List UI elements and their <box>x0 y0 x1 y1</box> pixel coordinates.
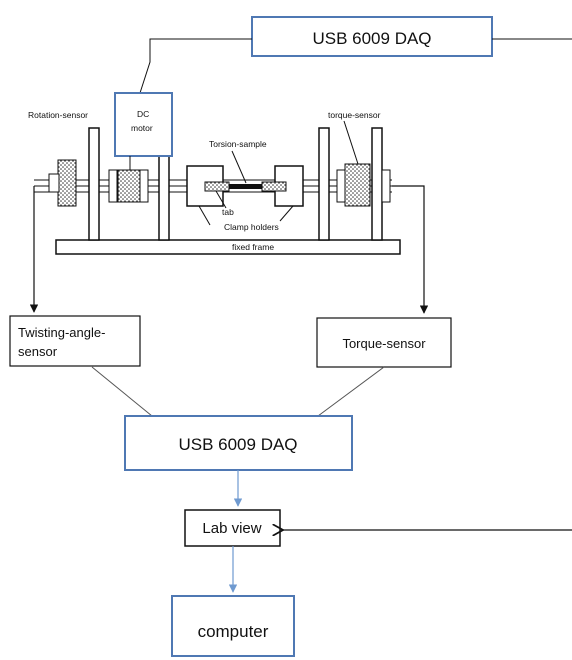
top-daq-group: USB 6009 DAQ <box>139 16 572 94</box>
test-rig: fixed frame Rotation-sensor DC motor Tor… <box>28 92 401 255</box>
bottom-daq-label: USB 6009 DAQ <box>178 435 297 454</box>
torque-sensor-body <box>344 163 371 207</box>
twisting-angle-sensor-box <box>9 315 141 367</box>
torque-to-daq-line <box>317 366 385 417</box>
rotation-sensor-body <box>57 159 77 207</box>
torque-sensor-box <box>316 317 452 368</box>
motor-coupling-right <box>139 169 149 203</box>
clamp-holders-label: Clamp holders <box>224 222 279 232</box>
dc-motor-label-line1: DC <box>137 109 149 119</box>
support-right-1 <box>318 127 330 241</box>
fixed-frame <box>55 239 401 255</box>
support-left-1 <box>88 127 100 241</box>
twisting-to-daq-line <box>91 366 153 417</box>
top-daq-box <box>251 16 493 57</box>
dc-motor-label-line2: motor <box>131 123 153 133</box>
bottom-daq-group: USB 6009 DAQ <box>124 415 353 471</box>
torsion-sample-label: Torsion-sample <box>209 139 267 149</box>
torque-sensor-leader <box>343 120 359 165</box>
lab-view-label: Lab view <box>202 520 261 537</box>
motor-coupling-left <box>108 169 118 203</box>
support-right-2 <box>371 127 383 241</box>
tab-label: tab <box>222 207 234 217</box>
torque-coupling-right <box>381 169 391 203</box>
tab-left <box>204 181 230 192</box>
twisting-angle-label-line2: sensor <box>18 344 58 359</box>
wire-to-torque-sensor <box>392 185 429 314</box>
torque-sensor-small-label: torque-sensor <box>328 110 381 120</box>
torque-sensor-box-label: Torque-sensor <box>342 336 426 351</box>
motor-coupling-body <box>117 169 141 203</box>
torsion-sample <box>229 184 262 189</box>
rotation-sensor-label: Rotation-sensor <box>28 110 88 120</box>
daq-to-motor-wire <box>139 38 252 94</box>
torsion-sample-leader <box>231 150 247 184</box>
fixed-frame-label: fixed frame <box>232 242 274 252</box>
top-daq-label: USB 6009 DAQ <box>312 29 431 48</box>
clamp-leader-left <box>198 205 211 226</box>
clamp-leader-right <box>279 205 294 222</box>
rotation-sensor-disc <box>48 173 60 193</box>
lab-view-group: Lab view <box>184 509 281 547</box>
dc-motor-box <box>114 92 173 157</box>
torque-coupling-left <box>336 169 346 203</box>
bottom-daq-box <box>124 415 353 471</box>
tab-leader <box>215 190 227 209</box>
twisting-angle-sensor-block: Twisting-angle- sensor <box>9 315 141 367</box>
tab-right <box>261 181 287 192</box>
twisting-angle-label-line1: Twisting-angle- <box>18 325 105 340</box>
computer-box <box>171 595 295 657</box>
computer-group: computer <box>171 595 295 657</box>
torque-sensor-block: Torque-sensor <box>316 317 452 368</box>
computer-label: computer <box>198 622 269 641</box>
